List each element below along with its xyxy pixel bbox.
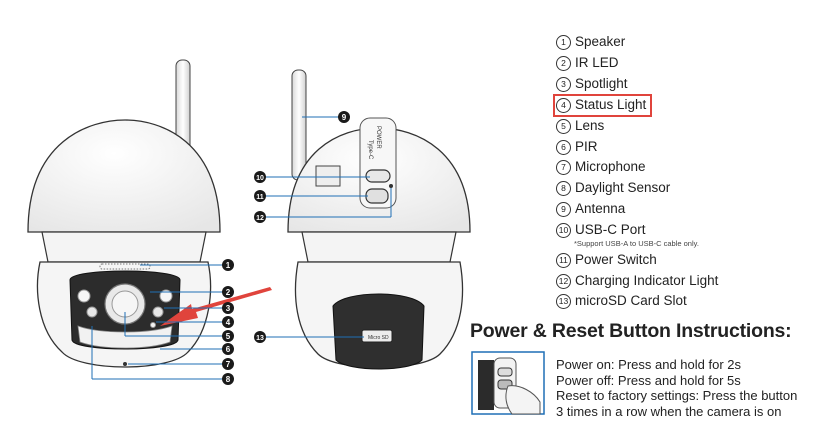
instructions-text: Power on: Press and hold for 2s Power of… xyxy=(556,357,797,419)
power-flap xyxy=(359,117,397,209)
svg-text:2: 2 xyxy=(226,288,231,297)
microphone-hole xyxy=(123,362,127,366)
callout-7: 7 xyxy=(128,358,234,370)
usbc-port xyxy=(365,169,391,183)
speaker-grille xyxy=(99,263,151,270)
callout-12: 12 xyxy=(254,188,392,223)
svg-text:9: 9 xyxy=(342,113,347,122)
svg-text:11: 11 xyxy=(256,194,264,201)
svg-text:4: 4 xyxy=(226,318,231,327)
instructions-title: Power & Reset Button Instructions: xyxy=(470,320,792,342)
callout-1: 1 xyxy=(140,259,234,271)
flap-typec-text: Type-C xyxy=(367,140,373,160)
finger-icon xyxy=(505,385,541,415)
front-dome xyxy=(27,119,221,233)
svg-text:1: 1 xyxy=(226,261,231,270)
svg-text:8: 8 xyxy=(226,375,231,384)
callouts: 1 2 3 4 5 6 7 xyxy=(91,111,392,385)
status-light-arrow xyxy=(160,287,272,326)
callout-13: 13 xyxy=(254,331,364,343)
back-neck xyxy=(301,231,457,263)
svg-text:12: 12 xyxy=(256,215,264,222)
instruction-reset-line1: Reset to factory settings: Press the but… xyxy=(556,388,798,403)
callout-11: 11 xyxy=(254,190,368,202)
svg-text:13: 13 xyxy=(256,335,264,342)
callout-2: 2 xyxy=(150,286,234,298)
svg-text:7: 7 xyxy=(226,360,231,369)
flap-power-text: POWER xyxy=(375,126,381,149)
ir-led-right xyxy=(159,289,173,303)
callout-4: 4 xyxy=(156,316,234,328)
svg-text:5: 5 xyxy=(226,332,231,341)
power-button-inset xyxy=(471,351,545,415)
callout-5: 5 xyxy=(124,312,234,342)
pir-window xyxy=(77,325,173,349)
instruction-reset-line2: 3 times in a row when the camera is on xyxy=(556,403,782,419)
back-camera: POWER Type-C Micro SD xyxy=(287,69,471,370)
spotlight-right xyxy=(152,306,164,318)
sd-slot-text: Micro SD xyxy=(368,335,389,341)
callout-9: 9 xyxy=(302,111,350,123)
back-antenna xyxy=(291,69,307,181)
callout-8: 8 xyxy=(91,326,234,385)
callout-6: 6 xyxy=(160,343,234,355)
callout-10: 10 xyxy=(254,171,370,183)
instruction-power-on: Power on: Press and hold for 2s xyxy=(556,357,741,372)
instruction-power-off: Power off: Press and hold for 5s xyxy=(556,372,741,388)
callout-3: 3 xyxy=(164,302,234,314)
svg-text:3: 3 xyxy=(226,304,231,313)
front-camera xyxy=(27,59,221,368)
sd-slot xyxy=(361,329,393,343)
spotlight-left xyxy=(86,306,98,318)
ir-led-left xyxy=(77,289,91,303)
antenna-hinge xyxy=(315,165,341,187)
front-neck xyxy=(41,231,207,263)
svg-text:6: 6 xyxy=(226,345,231,354)
charging-indicator xyxy=(389,184,393,188)
power-switch xyxy=(365,188,389,204)
status-light-dot xyxy=(150,322,156,328)
svg-text:10: 10 xyxy=(256,175,264,182)
usb-c-footnote: *Support USB-A to USB-C cable only. xyxy=(574,239,699,248)
